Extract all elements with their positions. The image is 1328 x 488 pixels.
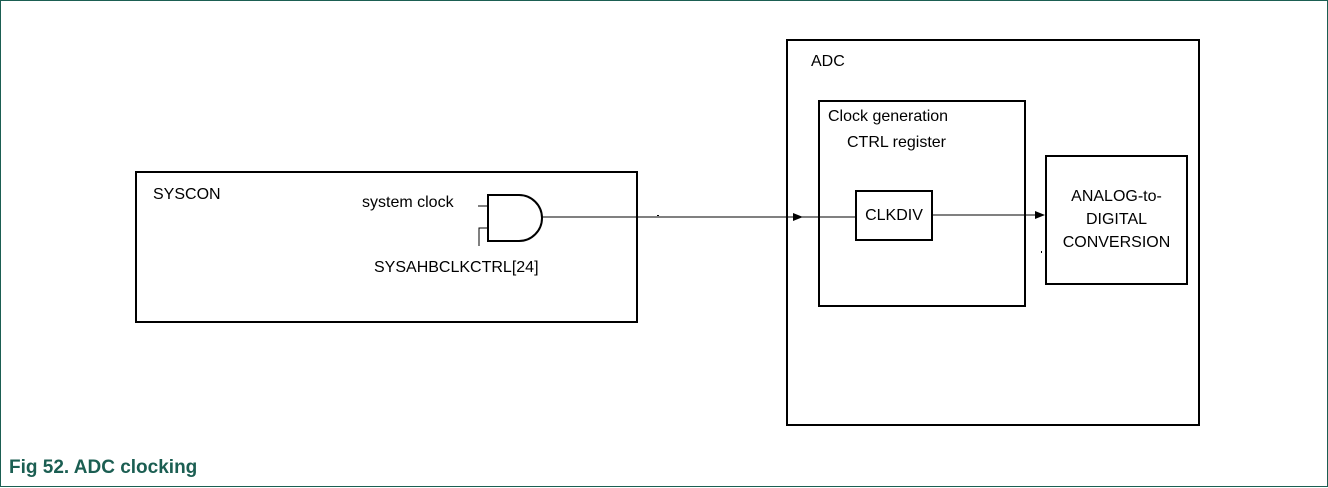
clock-generation-block	[818, 100, 1026, 307]
stray-dot	[657, 215, 659, 216]
conversion-label-line1: ANALOG-to-	[1071, 188, 1162, 205]
conversion-label-line3: CONVERSION	[1062, 234, 1171, 251]
syscon-label: SYSCON	[153, 186, 221, 203]
clkdiv-label: CLKDIV	[865, 207, 923, 224]
enable-input-line	[478, 227, 488, 246]
conversion-block	[1045, 155, 1188, 285]
ctrl-register-label: CTRL register	[847, 134, 946, 151]
clockgen-title: Clock generation	[828, 108, 949, 125]
system-clock-label: system clock	[362, 194, 454, 211]
stray-dot	[1041, 251, 1042, 253]
adc-label: ADC	[811, 53, 845, 70]
figure-caption: Fig 52. ADC clocking	[9, 457, 198, 478]
and-gate	[487, 194, 543, 242]
adc-block	[786, 39, 1200, 426]
conversion-label-line2: DIGITAL	[1085, 211, 1148, 228]
syscon-block	[135, 171, 638, 323]
enable-bit-label: SYSAHBCLKCTRL[24]	[374, 259, 539, 276]
